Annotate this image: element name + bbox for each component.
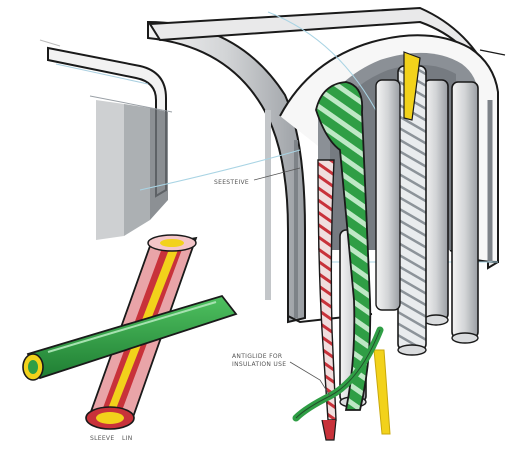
cut-label-right: LIN (122, 435, 133, 442)
cable-note-line1: ANTIGLIDE FOR (232, 353, 282, 360)
cut-label-left: SLEEVE (90, 435, 114, 442)
profile-label: SEESTEIVE (214, 179, 249, 186)
corner-profile-sketch (40, 40, 172, 240)
cable-note-line2: INSULATION USE (232, 361, 286, 368)
